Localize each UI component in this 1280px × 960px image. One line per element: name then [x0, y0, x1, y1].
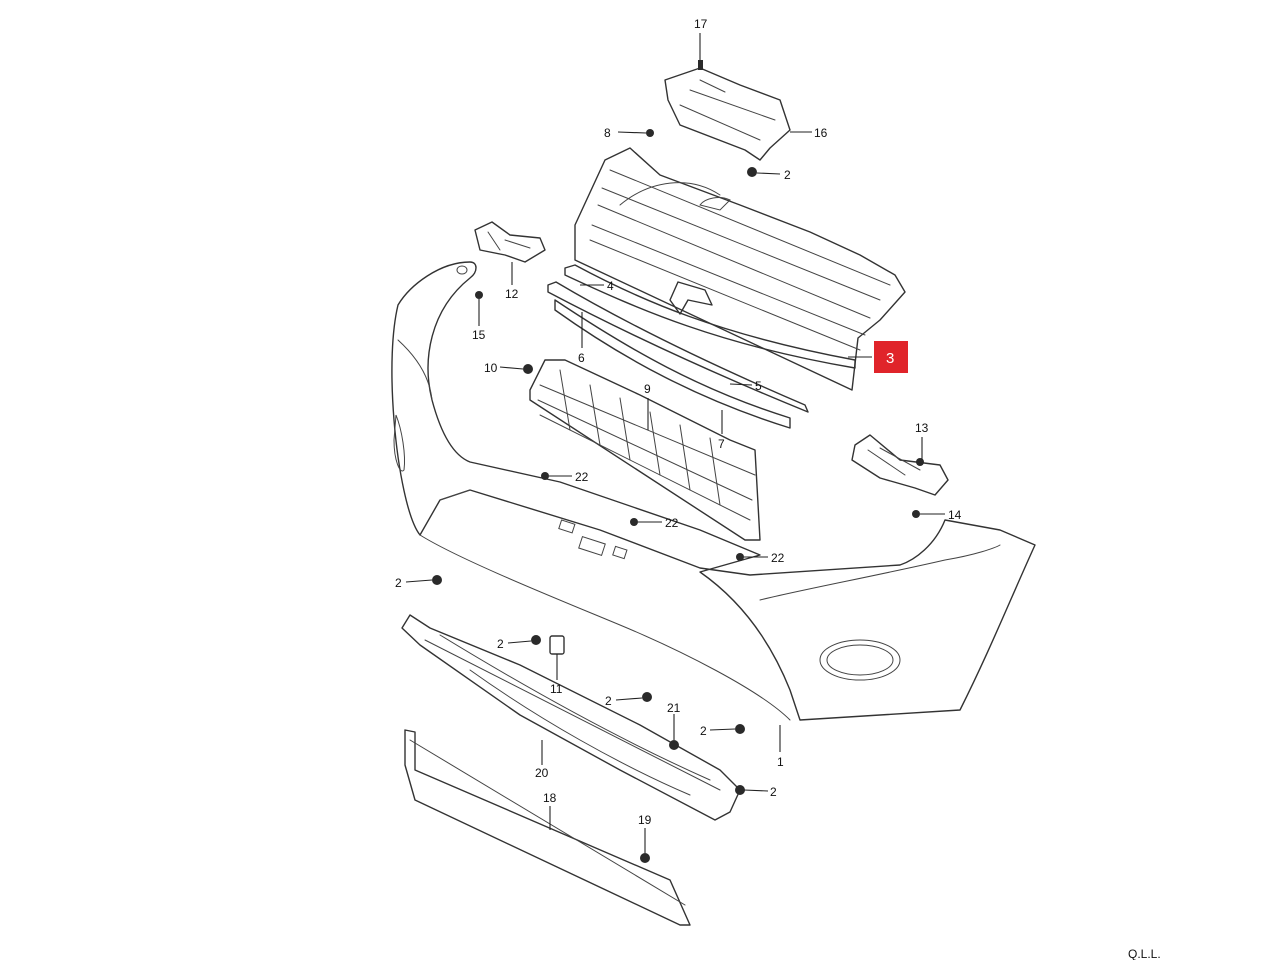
- callout-11[interactable]: 11: [550, 682, 563, 696]
- lower-plate[interactable]: [404, 729, 691, 926]
- clip-11[interactable]: [549, 635, 565, 655]
- upper-grille[interactable]: [574, 147, 906, 391]
- bumper-cover[interactable]: [391, 261, 1036, 721]
- callout-2[interactable]: 2: [700, 724, 707, 738]
- callout-17[interactable]: 17: [694, 17, 708, 31]
- callout-22[interactable]: 22: [771, 551, 785, 565]
- callout-2[interactable]: 2: [395, 576, 402, 590]
- callout-2[interactable]: 2: [497, 637, 504, 651]
- molding-strips[interactable]: [547, 264, 856, 429]
- callout-10[interactable]: 10: [484, 361, 498, 375]
- callout-20[interactable]: 20: [535, 766, 549, 780]
- right-side-bracket[interactable]: [851, 434, 949, 496]
- callout-16[interactable]: 16: [814, 126, 828, 140]
- callout-2[interactable]: 2: [605, 694, 612, 708]
- footer-mark: Q.L.L.: [1128, 947, 1161, 960]
- callout-4[interactable]: 4: [607, 279, 614, 293]
- callout-14[interactable]: 14: [948, 508, 962, 522]
- callout-22[interactable]: 22: [575, 470, 589, 484]
- highlight-badge-3[interactable]: 3: [874, 341, 908, 373]
- left-side-bracket[interactable]: [474, 221, 546, 263]
- callout-6[interactable]: 6: [578, 351, 585, 365]
- callout-2[interactable]: 2: [784, 168, 791, 182]
- callout-3: 3: [886, 350, 894, 367]
- callout-22[interactable]: 22: [665, 516, 679, 530]
- callout-21[interactable]: 21: [667, 701, 681, 715]
- callout-18[interactable]: 18: [543, 791, 557, 805]
- callout-5[interactable]: 5: [755, 379, 762, 393]
- callout-12[interactable]: 12: [505, 287, 519, 301]
- callout-2[interactable]: 2: [770, 785, 777, 799]
- callout-7[interactable]: 7: [718, 437, 725, 451]
- callout-13[interactable]: 13: [915, 421, 929, 435]
- callout-8[interactable]: 8: [604, 126, 611, 140]
- leader-lines: [405, 33, 945, 853]
- fasteners: [432, 60, 924, 863]
- lower-grille[interactable]: [529, 359, 761, 541]
- upper-bracket[interactable]: [664, 67, 791, 161]
- callout-15[interactable]: 15: [472, 328, 486, 342]
- lower-reinforcement[interactable]: [401, 614, 741, 821]
- callout-9[interactable]: 9: [644, 382, 651, 396]
- callout-1[interactable]: 1: [777, 755, 784, 769]
- callout-19[interactable]: 19: [638, 813, 652, 827]
- callout-labels: 17 16 8 2 12 15 4 6 10 9 5 7 3 13 14 22 …: [395, 17, 1161, 960]
